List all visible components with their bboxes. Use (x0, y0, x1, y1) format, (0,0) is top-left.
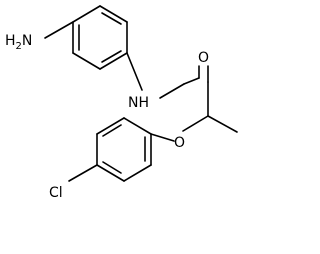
aminophenyl-ring (72, 5, 128, 70)
aromatic-bond (102, 124, 122, 137)
chlorine-label: Cl (49, 185, 63, 201)
bond (72, 5, 101, 23)
bond (72, 52, 101, 70)
aromatic-bond (101, 50, 122, 63)
bond (96, 117, 125, 135)
aromatic-bond (102, 161, 122, 174)
structure-diagram: H2N NH O O Cl (5, 5, 238, 201)
amide-nh-label: NH (128, 95, 149, 111)
bond (44, 21, 74, 39)
bond (99, 5, 128, 23)
carbonyl-bond (183, 77, 200, 85)
chlorophenyl-ring (96, 117, 152, 182)
bond (123, 117, 152, 135)
aromatic-bond (101, 12, 122, 25)
amine-label: H2N (5, 33, 32, 52)
bond (68, 164, 98, 182)
bond (126, 52, 143, 91)
carbonyl-oxygen-label: O (198, 50, 209, 66)
bond (123, 164, 152, 182)
bond (96, 164, 125, 182)
bond (207, 115, 238, 133)
bond (99, 52, 128, 70)
bond (182, 115, 209, 132)
bond (159, 83, 185, 99)
bond (150, 133, 175, 142)
ether-oxygen-label: O (174, 135, 185, 151)
